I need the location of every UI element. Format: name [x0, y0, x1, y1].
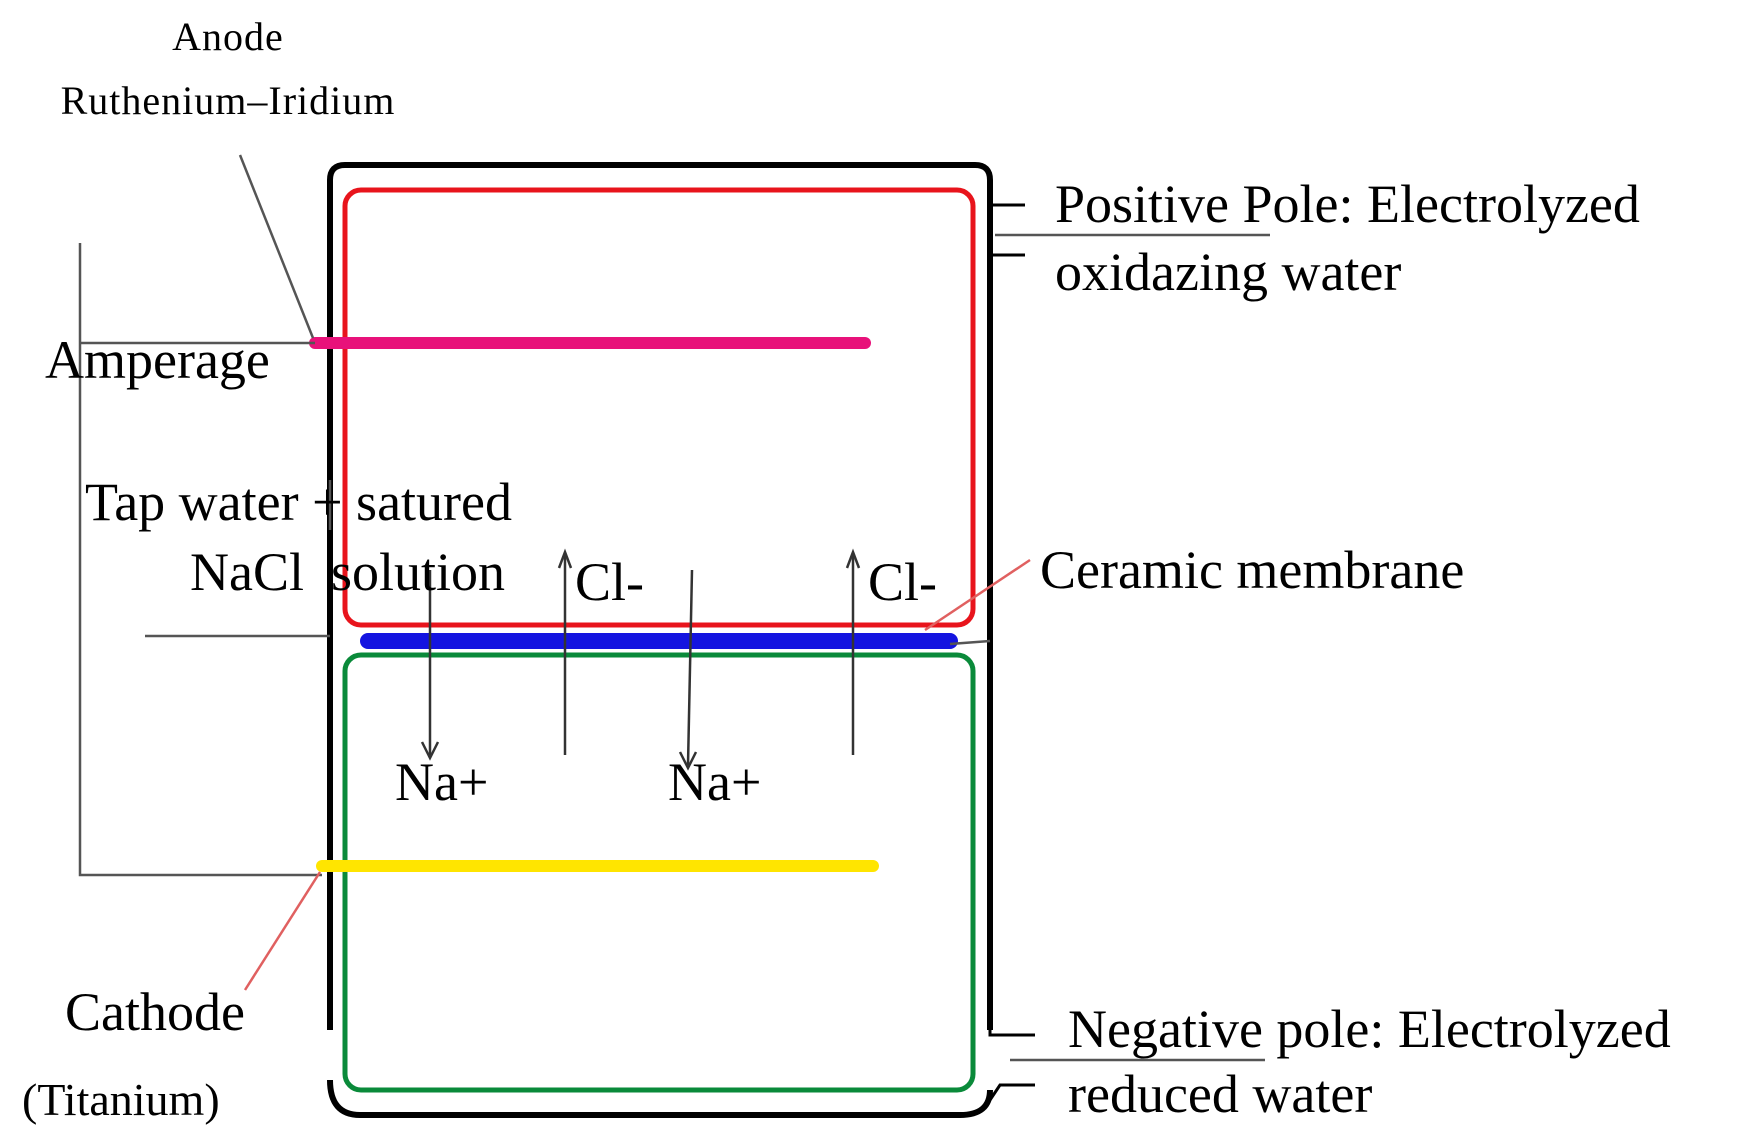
sodium-ion-label-2: Na+ — [668, 752, 761, 812]
ion-arrows — [420, 548, 861, 771]
na-arrow-1-head — [420, 741, 440, 761]
na-arrow-2 — [686, 569, 694, 766]
tap-water-label-1: Tap water + satured — [85, 472, 512, 532]
negative-pole-outlet — [988, 1000, 1035, 1101]
cl-arrow-1-head — [557, 548, 573, 569]
cl-arrow-2-head — [845, 548, 861, 569]
cathode-chamber — [342, 652, 976, 1093]
anode-material-label: Ruthenium–Iridium — [61, 78, 396, 123]
amperage-label: Amperage — [45, 330, 270, 390]
cathode-leader — [243, 871, 322, 991]
chloride-ion-label-1: Cl- — [575, 552, 644, 612]
positive-pole-outlet — [988, 185, 1025, 275]
outer-cell-wall — [327, 162, 993, 1030]
negative-pole-label-2: reduced water — [1068, 1064, 1372, 1124]
amperage-circuit — [78, 243, 322, 877]
sodium-ion-label-1: Na+ — [395, 752, 488, 812]
cathode-material-label: (Titanium) — [22, 1074, 220, 1125]
tap-water-label-2: NaCl solution — [190, 542, 505, 602]
membrane-right-tick — [949, 639, 991, 646]
positive-pole-label-1: Positive Pole: Electrolyzed — [1055, 174, 1640, 234]
ceramic-membrane-label: Ceramic membrane — [1040, 540, 1464, 600]
cathode-title-label: Cathode — [65, 982, 245, 1042]
na-arrow-2-head — [678, 751, 698, 771]
chloride-ion-label-2: Cl- — [868, 552, 937, 612]
membrane-leader — [924, 558, 1031, 632]
anode-chamber — [342, 187, 976, 628]
outer-cell-bottom — [327, 1079, 993, 1118]
negative-pole-label-1: Negative pole: Electrolyzed — [1068, 999, 1671, 1059]
anode-title-label: Anode — [172, 14, 284, 59]
anode-leader — [238, 154, 315, 339]
positive-pole-label-2: oxidazing water — [1055, 242, 1401, 302]
